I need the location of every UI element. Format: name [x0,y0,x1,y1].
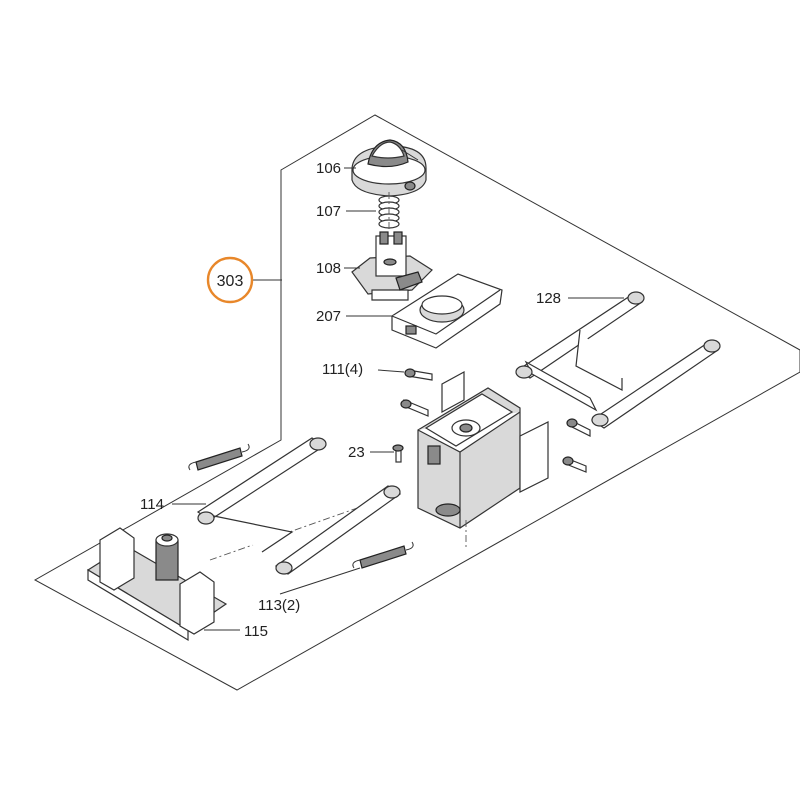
assembly-callout-ring [206,256,254,304]
spring-upper-left [188,443,250,471]
base-bracket-part-115 [86,527,228,642]
label-207: 207 [316,308,341,325]
screw-part-23 [392,444,404,463]
label-115: 115 [244,623,268,640]
assembly-outline [33,114,800,691]
cover-plate-part-207 [391,273,503,349]
spring-part-113 [352,541,414,569]
label-23: 23 [348,444,365,461]
label-113: 113(2) [258,597,300,614]
label-111: 111(4) [322,361,363,378]
gearbox-housing [417,370,549,529]
label-107: 107 [316,203,341,220]
bolts-part-111 [400,368,591,473]
label-128: 128 [536,290,561,307]
knob-part-106 [351,139,427,197]
leader-113 [279,567,361,595]
label-114: 114 [140,496,164,513]
label-108: 108 [316,260,341,277]
linkage-frame-part-128 [515,291,721,429]
alignment-line [209,499,381,561]
linkage-frame-part-114 [196,437,402,575]
leader-111 [377,369,405,373]
label-106: 106 [316,160,341,177]
selector-part-108 [351,231,433,301]
assembly-label-303: 303 [217,273,244,290]
